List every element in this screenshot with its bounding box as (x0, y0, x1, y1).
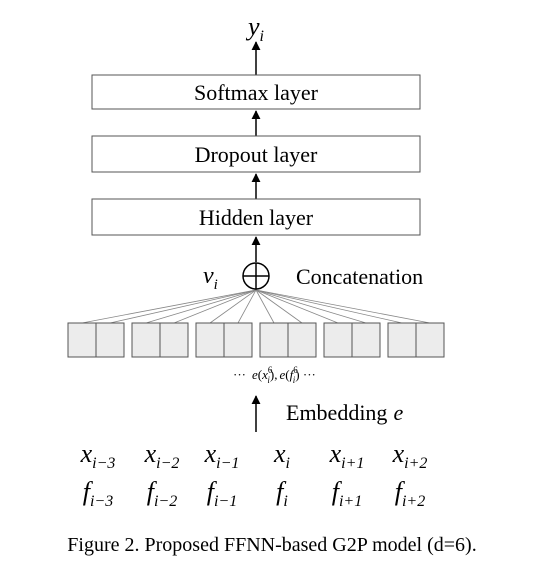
input-symbol: xi (273, 439, 290, 472)
input-symbol: xi−2 (144, 439, 180, 472)
input-f-row: fi−3 fi−2 fi−1 fi fi+1 fi+2 (83, 477, 425, 510)
fan-line (255, 289, 431, 324)
input-symbol: xi+2 (392, 439, 428, 472)
embedding-cell (67, 322, 97, 358)
input-symbol: fi+1 (332, 477, 362, 510)
input-symbol: xi−3 (80, 439, 116, 472)
fan-line (145, 289, 257, 324)
concat-label: Concatenation (296, 264, 423, 289)
embedding-cell (415, 322, 445, 358)
input-x-row: xi−3 xi−2 xi−1 xi xi+1 xi+2 (80, 439, 428, 472)
input-symbol: xi−1 (204, 439, 240, 472)
input-symbol: fi−2 (147, 477, 177, 510)
g2p-ffnn-diagram: yi Softmax layer Dropout layer Hidden la… (67, 12, 445, 510)
embedding-cell (323, 322, 353, 358)
embedding-cell (131, 322, 161, 358)
embedding-cell (95, 322, 125, 358)
hidden-layer-box: Hidden layer (91, 198, 421, 236)
input-symbol: fi−3 (83, 477, 113, 510)
fan-line (255, 289, 367, 324)
fan-line (237, 289, 257, 324)
input-symbol: fi (276, 477, 288, 510)
figure-caption: Figure 2. Proposed FFNN-based G2P model … (67, 534, 477, 556)
embedding-cell (223, 322, 253, 358)
fan-line (255, 289, 403, 324)
embedding-cell (259, 322, 289, 358)
fan-line (209, 289, 257, 324)
embedding-cell (195, 322, 225, 358)
fan-line (255, 289, 275, 324)
fan-line (109, 289, 257, 324)
concat-operator-icon (242, 262, 270, 290)
input-symbol: xi+1 (329, 439, 365, 472)
output-label: yi (245, 12, 264, 45)
embedding-cell (287, 322, 317, 358)
input-symbol: fi−1 (207, 477, 237, 510)
dropout-layer-box: Dropout layer (91, 135, 421, 173)
embedding-cells (67, 322, 445, 358)
softmax-layer-label: Softmax layer (194, 80, 319, 105)
embedding-cell (351, 322, 381, 358)
softmax-layer-box: Softmax layer (91, 74, 421, 110)
concat-vector-label: vi (203, 263, 218, 293)
fan-line (255, 289, 303, 324)
embedding-cell (159, 322, 189, 358)
fan-line (255, 289, 339, 324)
embedding-cell (387, 322, 417, 358)
input-symbol: fi+2 (395, 477, 425, 510)
hidden-layer-label: Hidden layer (199, 205, 314, 230)
embedding-fan-lines (81, 289, 431, 324)
dropout-layer-label: Dropout layer (195, 142, 318, 167)
fan-line (81, 289, 257, 324)
fan-line (173, 289, 257, 324)
